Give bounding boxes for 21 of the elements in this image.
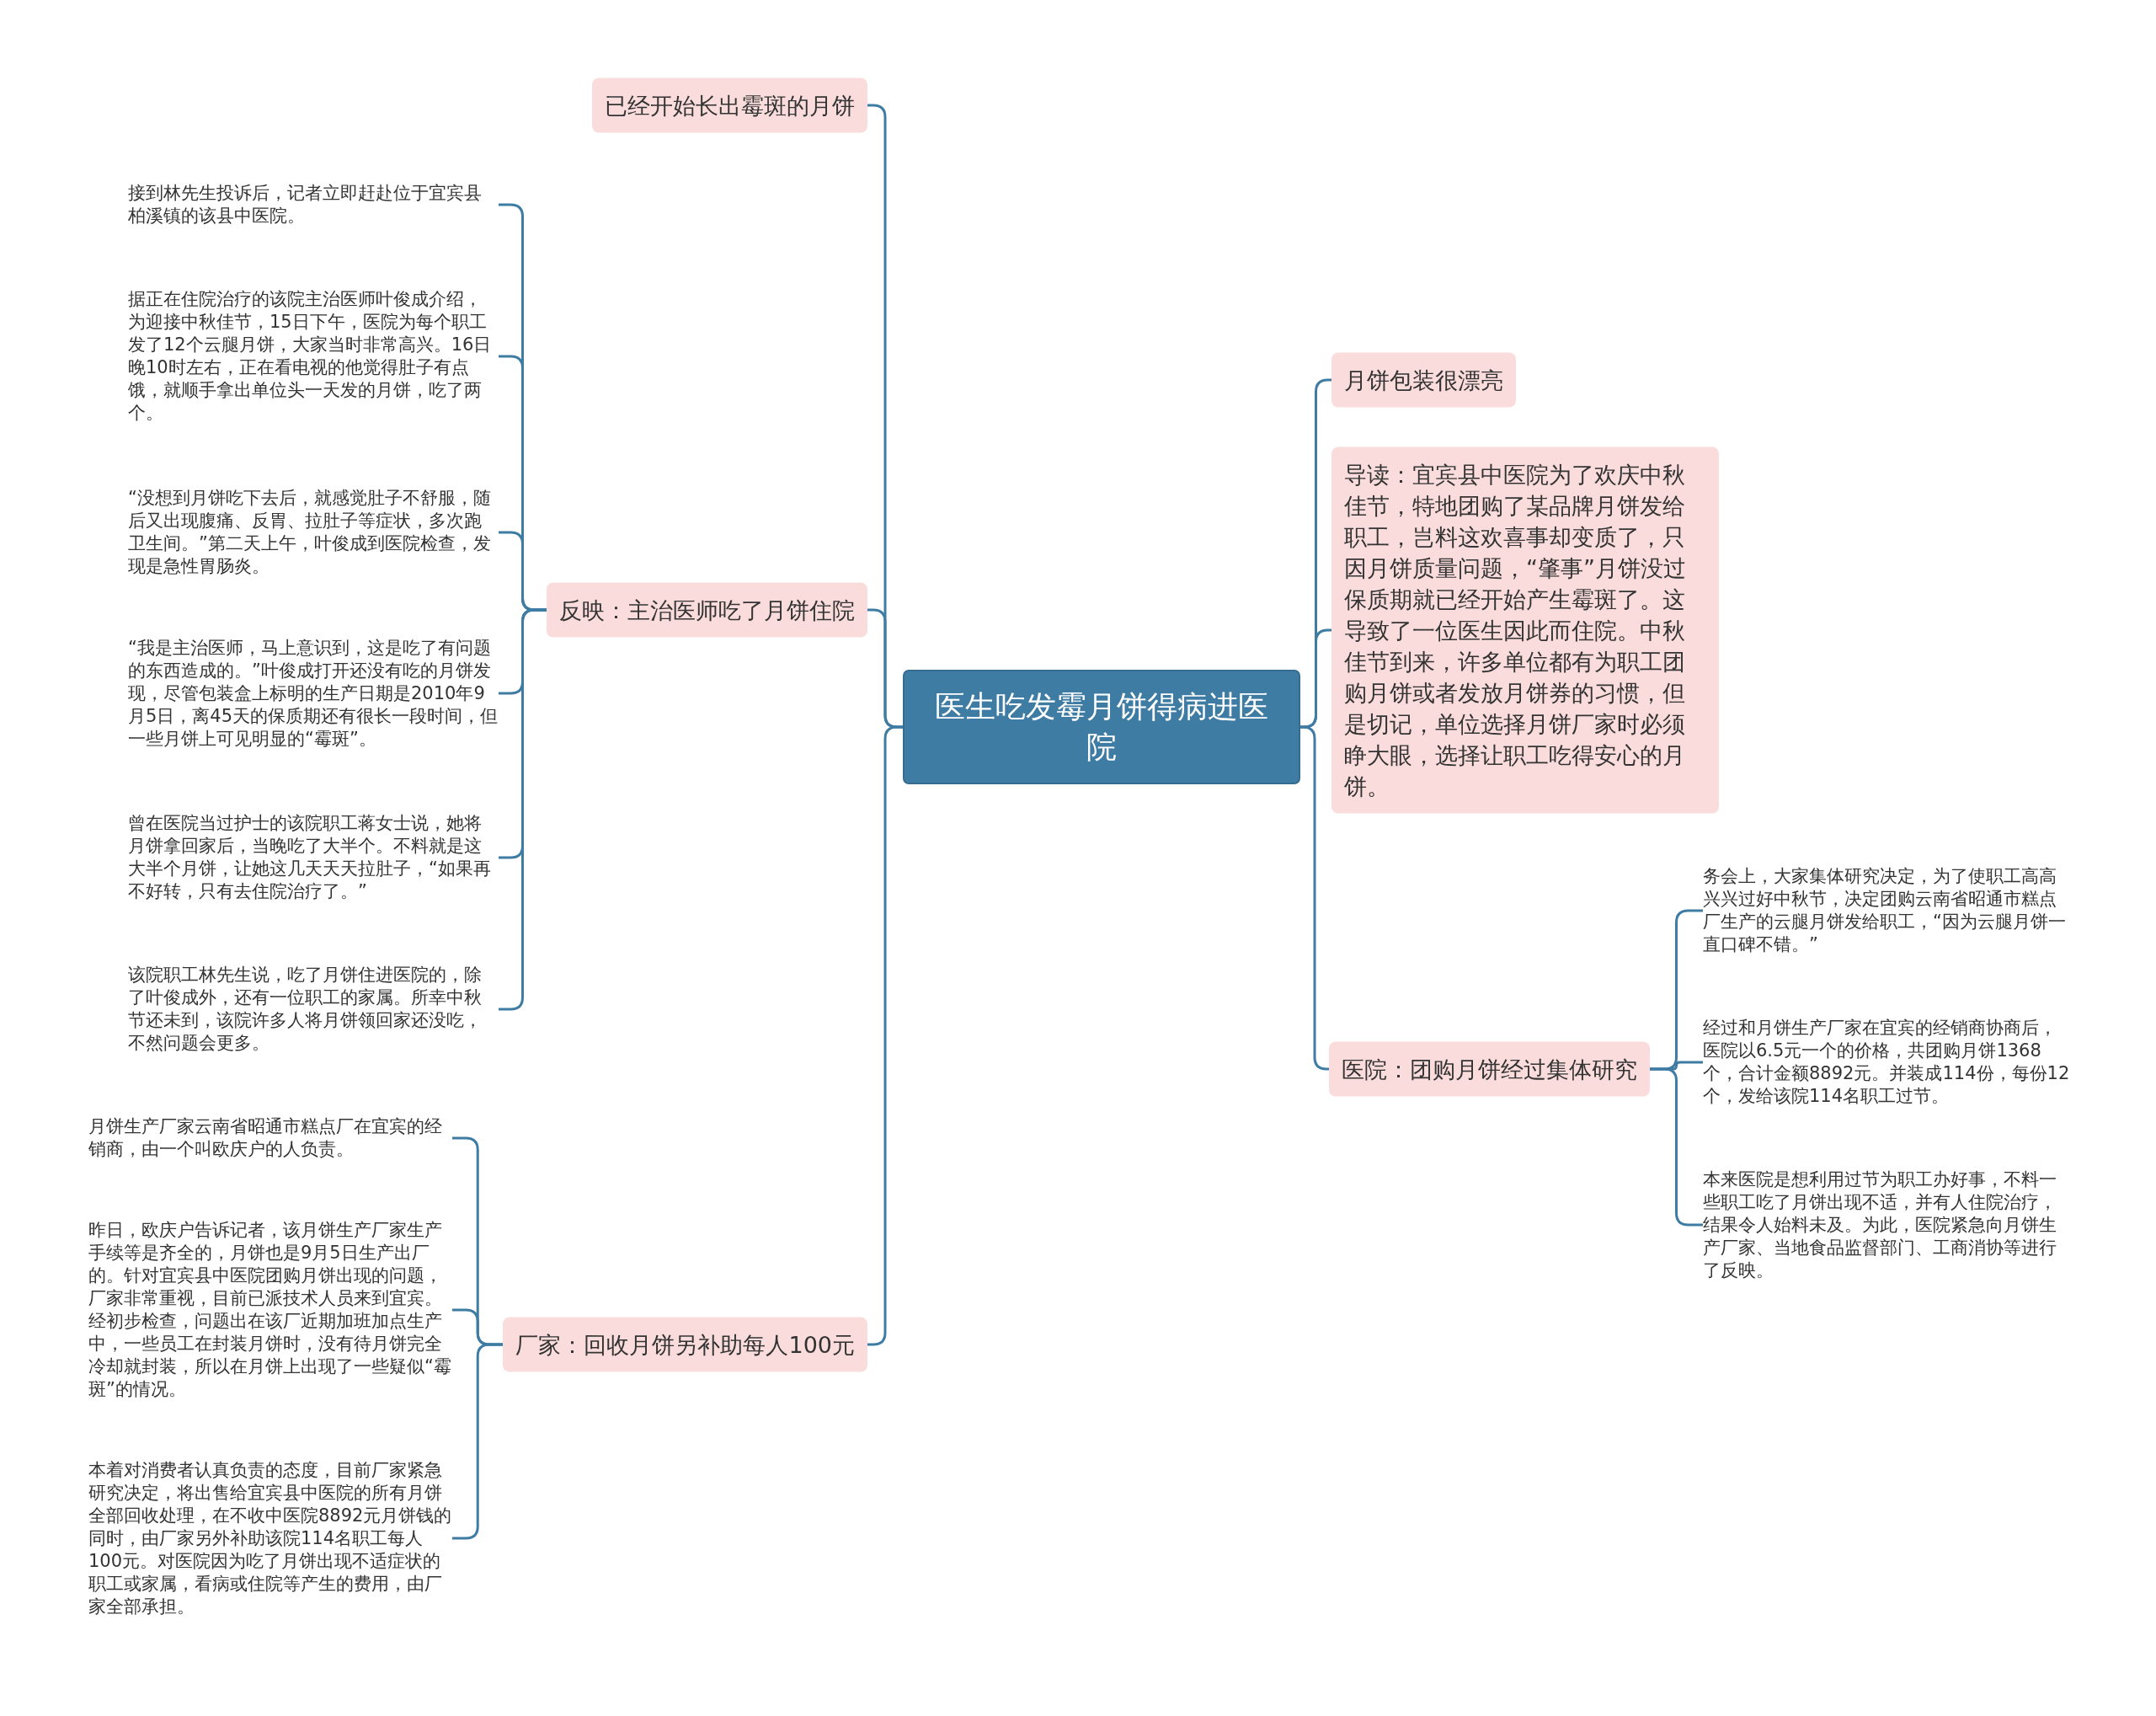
connector-line — [867, 725, 903, 1346]
detail-text: 月饼生产厂家云南省昭通市糕点厂在宜宾的经销商，由一个叫欧庆户的人负责。 — [88, 1115, 452, 1161]
topic-node: 厂家：回收月饼另补助每人100元 — [503, 1317, 867, 1372]
topic-node: 反映：主治医师吃了月饼住院 — [547, 582, 867, 638]
detail-text: “我是主治医师，马上意识到，这是吃了有问题的东西造成的。”叶俊成打开还没有吃的月饼发现，尽管包装盒上标明的生产日期是2010年9月5日，离45天的保质期还有很长一段时间，但一些月饼上可见明显的“霉斑”。 — [128, 636, 499, 751]
detail-text: 昨日，欧庆户告诉记者，该月饼生产厂家生产手续等是齐全的，月饼也是9月5日生产出厂的。针对宜宾县中医院团购月饼出现的问题，厂家非常重视，目前已派技术人员来到宜宾。经初步检查，问题出在该厂近期加班加点生产中，一些员工在封装月饼时，没有待月饼完全冷却就封装，所以在月饼上出现了一些疑似“霉斑”的情况。 — [88, 1219, 452, 1401]
detail-text: 务会上，大家集体研究决定，为了使职工高高兴兴过好中秋节，决定团购云南省昭通市糕点厂生产的云腿月饼发给职工，“因为云腿月饼一直口碑不错。” — [1703, 865, 2073, 956]
detail-text: 接到林先生投诉后，记者立即赶赴位于宜宾县柏溪镇的该县中医院。 — [128, 182, 499, 227]
detail-text: 曾在医院当过护士的该院职工蒋女士说，她将月饼拿回家后，当晚吃了大半个。不料就是这大半个月饼，让她这几天天天拉肚子，“如果再不好转，只有去住院治疗了。” — [128, 812, 499, 903]
topic-node: 月饼包装很漂亮 — [1331, 352, 1516, 408]
central-topic: 医生吃发霉月饼得病进医院 — [903, 670, 1300, 784]
detail-text: 据正在住院治疗的该院主治医师叶俊成介绍，为迎接中秋佳节，15日下午，医院为每个职工发了12个云腿月饼，大家当时非常高兴。16日晚10时左右，正在看电视的他觉得肚子有点饿，就顺手拿出单位头一天发的月饼，吃了两个。 — [128, 288, 499, 425]
detail-text: 本着对消费者认真负责的态度，目前厂家紧急研究决定，将出售给宜宾县中医院的所有月饼全部回收处理，在不收中医院8892元月饼钱的同时，由厂家另外补助该院114名职工每人100元。对医院因为吃了月饼出现不适症状的职工或家属，看病或住院等产生的费用，由厂家全部承担。 — [88, 1458, 452, 1618]
detail-text: “没想到月饼吃下去后，就感觉肚子不舒服，随后又出现腹痛、反胃、拉肚子等症状，多次跑卫生间。”第二天上午，叶俊成到医院检查，发现是急性胃肠炎。 — [128, 487, 499, 578]
detail-text: 该院职工林先生说，吃了月饼住进医院的，除了叶俊成外，还有一位职工的家属。所幸中秋节还未到，该院许多人将月饼领回家还没吃，不然问题会更多。 — [128, 964, 499, 1055]
topic-node: 医院：团购月饼经过集体研究 — [1329, 1041, 1650, 1097]
connector-line — [499, 608, 547, 1011]
detail-text: 本来医院是想利用过节为职工办好事，不料一些职工吃了月饼出现不适，并有人住院治疗，结果令人始料未及。为此，医院紧急向月饼生产厂家、当地食品监督部门、工商消协等进行了反映。 — [1703, 1168, 2073, 1282]
topic-node: 已经开始长出霉斑的月饼 — [592, 78, 867, 133]
detail-text: 经过和月饼生产厂家在宜宾的经销商协商后，医院以6.5元一个的价格，共团购月饼1368个，合计金额8892元。并装成114份，每份12个，发给该院114名职工过节。 — [1703, 1017, 2073, 1108]
topic-node: 导读：宜宾县中医院为了欢庆中秋佳节，特地团购了某品牌月饼发给职工，岂料这欢喜事却变质了，只因月饼质量问题，“肇事”月饼没过保质期就已经开始产生霉斑了。这导致了一位医生因此而住院。中秋佳节到来，许多单位都有为职工团购月饼或者发放月饼券的习惯，但是切记，单位选择月饼厂家时必须睁大眼，选择让职工吃得安心的月饼。 — [1331, 446, 1719, 814]
